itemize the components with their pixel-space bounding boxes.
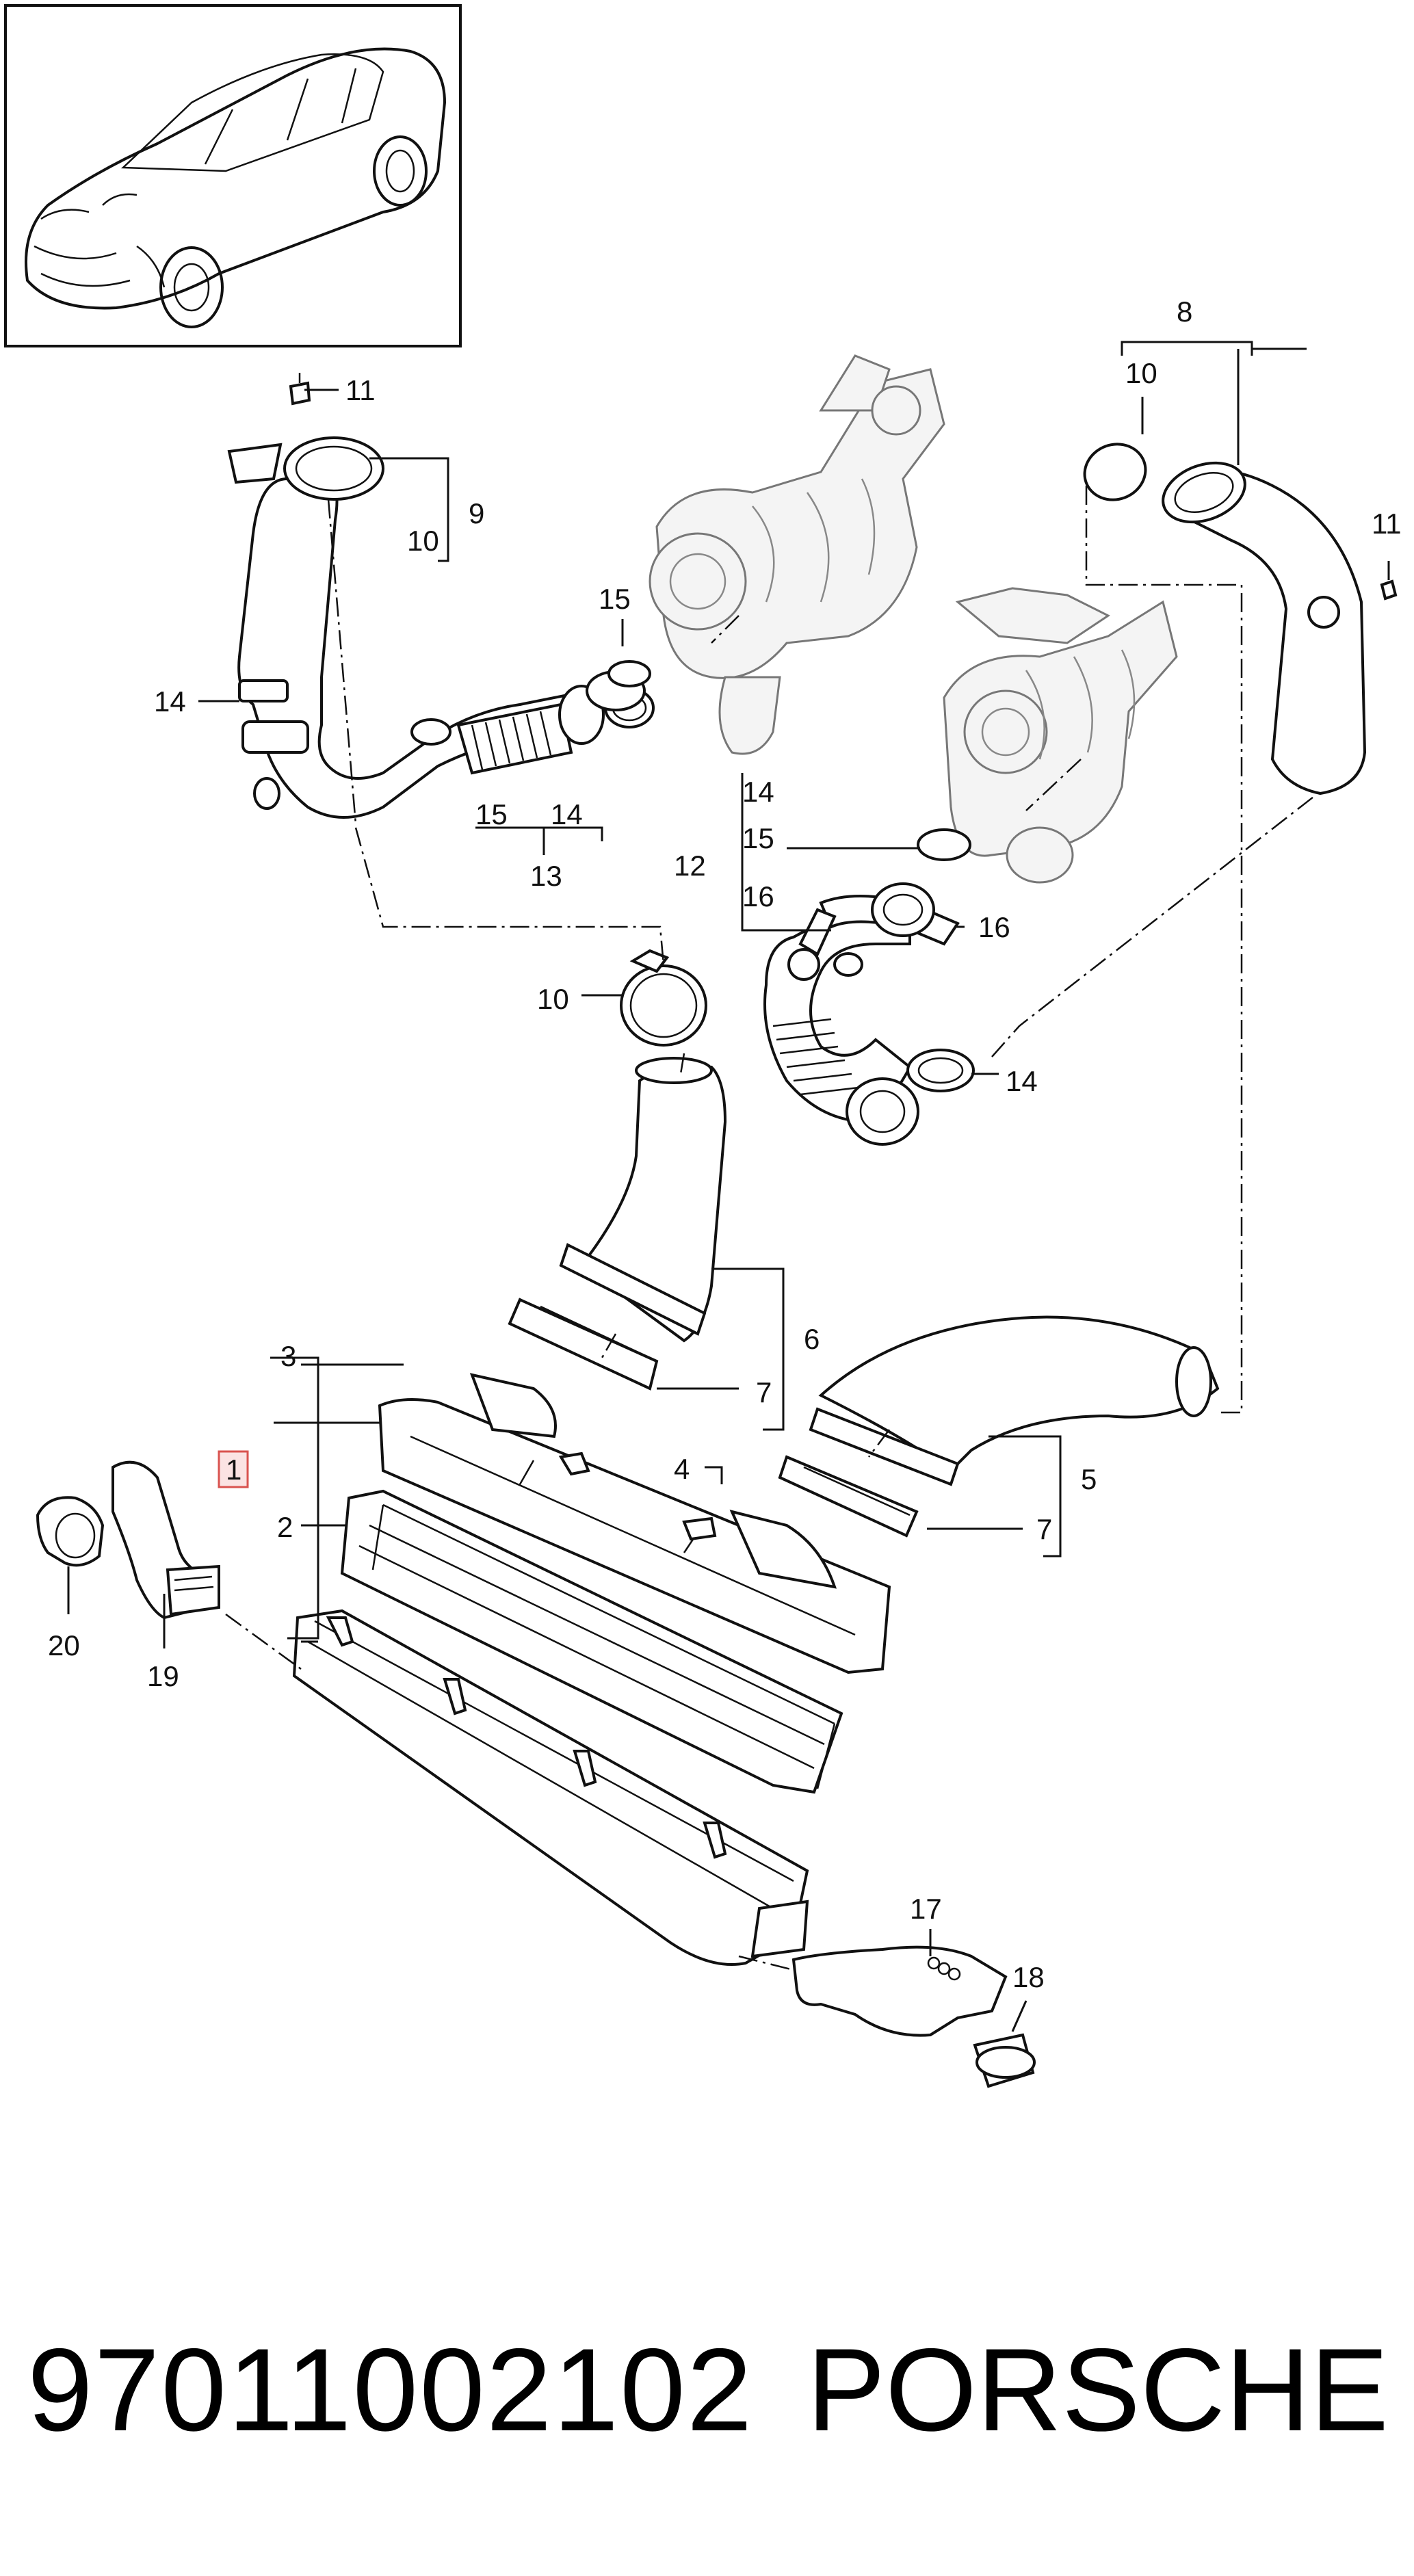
car-illustration-icon <box>25 47 447 328</box>
callout-15-upper[interactable]: 15 <box>599 583 631 615</box>
callout-11-left[interactable]: 11 <box>345 374 376 406</box>
callout-7-upper[interactable]: 7 <box>756 1376 772 1408</box>
thumbnail-frame <box>4 4 462 347</box>
connector-18 <box>973 2033 1036 2088</box>
part-number-text: 97011002102 <box>27 2324 754 2456</box>
leader-lines <box>67 341 1390 2032</box>
callout-13[interactable]: 13 <box>530 860 562 892</box>
callout-8[interactable]: 8 <box>1177 295 1192 328</box>
callout-18[interactable]: 18 <box>1012 1961 1045 1993</box>
inlet-duct-19 <box>112 1460 220 1620</box>
alignment-lines <box>225 486 1314 1971</box>
seal-20 <box>36 1496 105 1567</box>
callout-5[interactable]: 5 <box>1081 1463 1097 1495</box>
callout-10-right[interactable]: 10 <box>1125 357 1157 389</box>
callout-14-group[interactable]: 14 <box>742 776 774 808</box>
turbocharger-background <box>649 354 1178 884</box>
callout-7-lower[interactable]: 7 <box>1036 1513 1052 1545</box>
callout-10-mid[interactable]: 10 <box>537 983 569 1015</box>
callout-16-right[interactable]: 16 <box>978 911 1010 943</box>
callout-15-group[interactable]: 15 <box>742 822 774 854</box>
callout-10-upper-left[interactable]: 10 <box>407 525 439 557</box>
hose-clamp-10 <box>620 949 707 1047</box>
mid-intake-pipe <box>586 660 975 1146</box>
upper-left-intake-pipe <box>227 373 655 819</box>
brand-name-text: PORSCHE <box>807 2324 1389 2456</box>
callout-17[interactable]: 17 <box>910 1893 942 1925</box>
callout-2[interactable]: 2 <box>277 1511 293 1543</box>
callout-19[interactable]: 19 <box>147 1660 179 1692</box>
callout-14-right[interactable]: 14 <box>1006 1065 1038 1097</box>
callout-20[interactable]: 20 <box>48 1629 80 1661</box>
callout-6[interactable]: 6 <box>804 1323 820 1355</box>
callout-11-right[interactable]: 11 <box>1372 508 1402 540</box>
airbox-cover <box>378 1373 891 1674</box>
callout-16-group[interactable]: 16 <box>742 880 774 912</box>
callout-15-bracket[interactable]: 15 <box>475 798 508 830</box>
callout-1[interactable]: 1 <box>226 1454 241 1486</box>
airbox-lower-housing <box>292 1609 809 1966</box>
intake-duct-5 <box>778 1315 1220 1538</box>
right-intake-hose-8 <box>1083 443 1398 796</box>
outlet-duct-17 <box>791 1945 1008 2037</box>
callout-14-left[interactable]: 14 <box>154 685 186 718</box>
callout-9[interactable]: 9 <box>469 497 484 529</box>
callout-4[interactable]: 4 <box>674 1453 690 1485</box>
callout-12[interactable]: 12 <box>674 850 706 882</box>
callout-labels: 1 2 3 4 5 6 7 7 8 9 10 10 10 11 11 12 13… <box>48 295 1402 1993</box>
highlighted-callout-box <box>218 1450 249 1488</box>
air-filter-element <box>340 1489 843 1794</box>
callout-3[interactable]: 3 <box>280 1340 296 1372</box>
intake-duct-6 <box>508 1057 727 1391</box>
vehicle-thumbnail <box>4 4 462 347</box>
callout-14-bracket[interactable]: 14 <box>551 798 583 830</box>
part-footer: 97011002102 PORSCHE <box>27 2322 1389 2456</box>
